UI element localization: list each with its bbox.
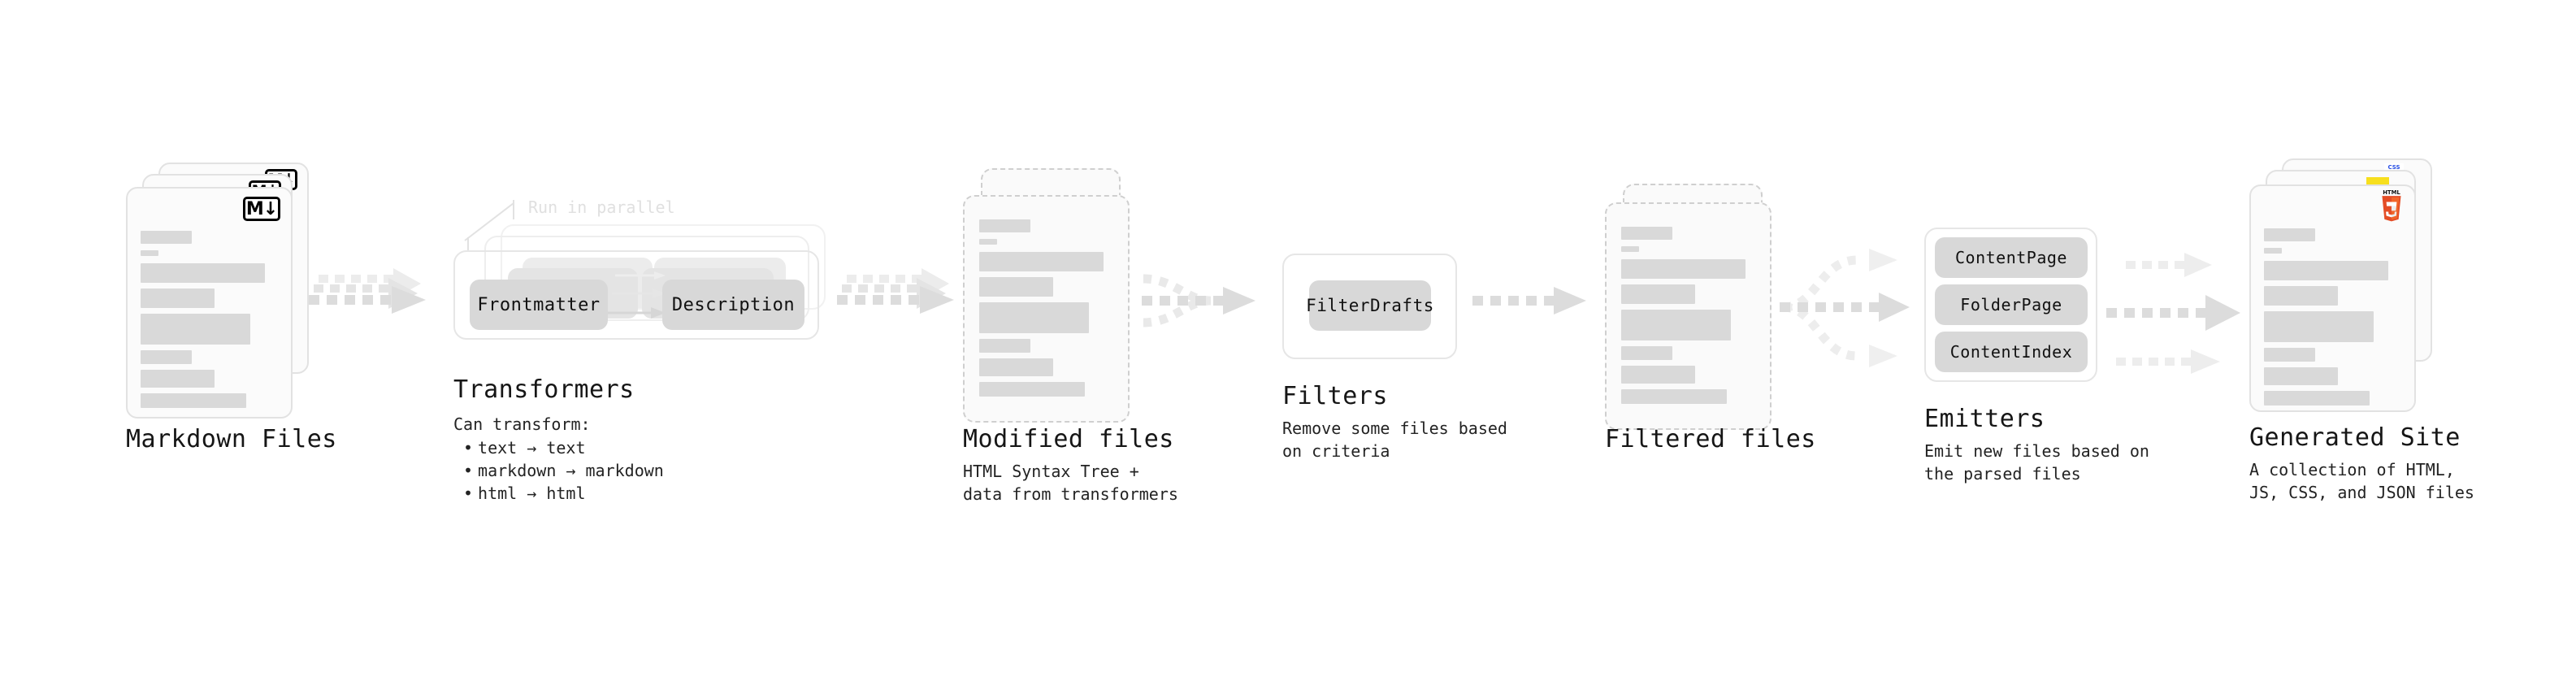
- doc-content-bar: [979, 339, 1030, 353]
- transformers-group-middle: [484, 236, 809, 321]
- doc-content-bar: [141, 393, 246, 408]
- doc-content-bar: [979, 302, 1089, 333]
- doc-content-bar: [1621, 284, 1695, 304]
- doc-title-bar: [2264, 228, 2315, 241]
- doc-title-bar: [1621, 227, 1672, 240]
- doc-content-bar: [141, 370, 215, 388]
- run-in-parallel-note: Run in parallel: [528, 197, 675, 217]
- modified-files-title: Modified files: [963, 425, 1174, 453]
- modified-files-subtitle: HTML Syntax Tree + data from transformer…: [963, 462, 1178, 504]
- doc-content-bar: [141, 350, 192, 364]
- generated-site-title: Generated Site: [2249, 423, 2461, 452]
- generated-site-stack: CSS HTML: [2249, 158, 2436, 443]
- modified-files-stack: [963, 168, 1142, 436]
- arrow-markdown-to-transformers: [309, 268, 426, 314]
- emitters-title: Emitters: [1924, 405, 2045, 433]
- doc-content-bar: [1621, 389, 1727, 404]
- bullet-dot-icon: •: [453, 461, 474, 480]
- markdown-files-title: Markdown Files: [126, 425, 337, 453]
- doc-content-bar: [1621, 259, 1746, 279]
- markdown-badge-letter: M: [245, 198, 264, 219]
- doc-title-bar: [141, 231, 192, 244]
- doc-sub-bar: [979, 239, 997, 245]
- transformer-bullet-row: • html → html: [453, 482, 664, 505]
- bullet-dot-icon: •: [453, 438, 474, 458]
- markdown-card-content: M↓: [128, 189, 291, 417]
- bullet-dot-icon: •: [453, 484, 474, 503]
- transformers-subtitle: Can transform:: [453, 414, 591, 434]
- doc-content-bar: [141, 288, 215, 308]
- transformer-bullet-text: html → html: [478, 484, 586, 503]
- markdown-badge-arrow: ↓: [262, 198, 278, 219]
- filtered-files-stack: [1605, 184, 1784, 444]
- doc-content-bar: [979, 252, 1104, 271]
- emitter-pill-contentindex[interactable]: ContentIndex: [1935, 332, 2088, 372]
- markdown-badge: M↓: [243, 197, 280, 221]
- transformers-group-front: [453, 250, 819, 340]
- transformer-bullet-row: • text → text: [453, 436, 664, 459]
- doc-content-bar: [979, 358, 1053, 376]
- arrow-filters-to-filtered: [1472, 287, 1586, 314]
- transformers-bullets: • text → text • markdown → markdown • ht…: [453, 436, 664, 505]
- arrow-modified-to-filters: [1142, 274, 1255, 327]
- modified-card-front: [963, 195, 1130, 423]
- site-card-content: HTML: [2251, 186, 2414, 410]
- doc-content-bar: [141, 263, 265, 283]
- doc-content-bar: [979, 277, 1053, 297]
- emitters-subtitle: Emit new files based on the parsed files: [1924, 441, 2149, 484]
- arrow-emitters-to-site: [2106, 253, 2240, 374]
- emitter-pill-folderpage[interactable]: FolderPage: [1935, 284, 2088, 325]
- doc-content-bar: [2264, 261, 2388, 280]
- css-badge-text: CSS: [2387, 164, 2400, 171]
- doc-content-bar: [1621, 366, 1695, 384]
- doc-content-bar: [2264, 286, 2338, 306]
- filtered-card-front: [1605, 202, 1772, 430]
- modified-card-content: [965, 197, 1128, 421]
- markdown-files-stack: M↓ M↓ M↓: [126, 163, 313, 439]
- doc-content-bar: [2264, 311, 2374, 342]
- transformer-bullet-text: text → text: [478, 438, 586, 458]
- arrow-filtered-to-emitters: [1780, 249, 1910, 367]
- doc-title-bar: [979, 219, 1030, 232]
- doc-content-bar: [2264, 391, 2370, 406]
- filters-subtitle: Remove some files based on criteria: [1282, 419, 1507, 461]
- run-in-parallel-leader: [464, 200, 514, 250]
- doc-content-bar: [141, 314, 250, 345]
- transformer-pill-description[interactable]: Description: [662, 280, 804, 330]
- doc-content-bar: [2264, 348, 2315, 362]
- markdown-card-front: M↓: [126, 187, 293, 419]
- svg-text:HTML: HTML: [2383, 189, 2400, 196]
- doc-sub-bar: [141, 250, 158, 256]
- generated-site-subtitle: A collection of HTML, JS, CSS, and JSON …: [2249, 460, 2474, 502]
- doc-content-bar: [2264, 367, 2338, 385]
- filtered-files-title: Filtered files: [1605, 425, 1816, 453]
- doc-sub-bar: [2264, 248, 2282, 254]
- arrow-transformers-to-modified: [837, 268, 954, 314]
- transformers-title: Transformers: [453, 375, 635, 404]
- doc-content-bar: [979, 382, 1085, 397]
- filtered-card-content: [1607, 204, 1770, 428]
- filter-pill-filterdrafts[interactable]: FilterDrafts: [1306, 280, 1433, 331]
- transformer-internal-arrows: [607, 271, 666, 319]
- transformer-pill-frontmatter[interactable]: Frontmatter: [470, 280, 608, 330]
- html5-icon: HTML: [2382, 189, 2401, 222]
- doc-sub-bar: [1621, 246, 1639, 252]
- doc-content-bar: [1621, 346, 1672, 360]
- transformer-bullet-text: markdown → markdown: [478, 461, 664, 480]
- doc-content-bar: [1621, 310, 1731, 340]
- site-card-html: HTML: [2249, 184, 2416, 412]
- filters-title: Filters: [1282, 382, 1388, 410]
- emitter-pill-contentpage[interactable]: ContentPage: [1935, 237, 2088, 278]
- transformer-bullet-row: • markdown → markdown: [453, 459, 664, 482]
